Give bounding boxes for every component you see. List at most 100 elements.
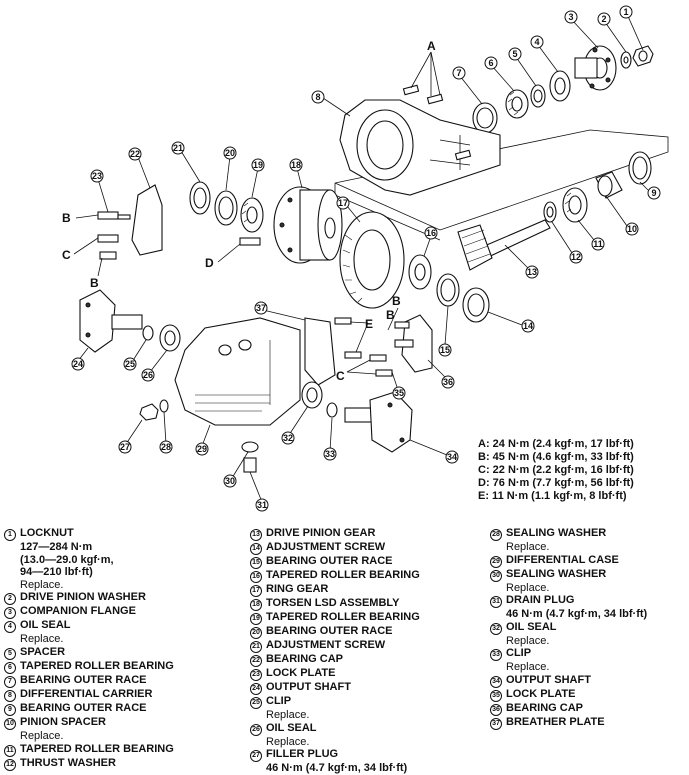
legend-part-name: CLIP bbox=[506, 647, 532, 660]
legend-number: 2 bbox=[4, 593, 16, 606]
bolts-misc bbox=[334, 317, 410, 377]
callout-32: 32 bbox=[281, 431, 295, 445]
legend-number: 35 bbox=[490, 689, 502, 702]
letter-label: B bbox=[90, 276, 99, 290]
callout-10: 10 bbox=[625, 222, 639, 236]
legend-part-name: BEARING OUTER RACE bbox=[266, 555, 393, 567]
callout-8: 8 bbox=[311, 90, 325, 104]
legend-part-name: TAPERED ROLLER BEARING bbox=[266, 611, 420, 623]
legend-part-name: PINION SPACER bbox=[20, 715, 106, 728]
svg-text:10: 10 bbox=[627, 224, 637, 234]
legend-number: 31 bbox=[490, 596, 502, 609]
callout-9: 9 bbox=[647, 186, 661, 200]
tapered-bearing-6-part bbox=[505, 89, 529, 119]
callout-23: 23 bbox=[90, 169, 104, 183]
callout-5: 5 bbox=[508, 47, 522, 61]
callout-37: 37 bbox=[254, 301, 268, 315]
legend-part-name: TAPERED ROLLER BEARING bbox=[20, 659, 174, 672]
legend-replace-note: Replace. bbox=[20, 578, 64, 591]
breather-plate-part bbox=[304, 317, 336, 386]
svg-text:11: 11 bbox=[593, 239, 603, 249]
outer-race-20-part bbox=[214, 190, 238, 226]
letter-label: B bbox=[386, 308, 395, 322]
legend-part-name: BEARING OUTER RACE bbox=[20, 701, 147, 714]
torque-spec-e: E: 11 N·m (1.1 kgf·m, 8 lbf·ft) bbox=[478, 490, 627, 502]
legend-part-name: DIFFERENTIAL CARRIER bbox=[20, 687, 153, 700]
svg-text:30: 30 bbox=[225, 476, 235, 486]
legend-part-name: BEARING OUTER RACE bbox=[266, 625, 393, 637]
legend-replace-note: Replace. bbox=[20, 633, 64, 646]
legend-part-name: LOCK PLATE bbox=[266, 667, 336, 679]
legend-replace-note: Replace. bbox=[266, 709, 310, 721]
legend-number: 27 bbox=[250, 750, 262, 763]
output-shaft-24-part bbox=[79, 289, 143, 353]
legend-number: 25 bbox=[250, 697, 262, 709]
ring-gear-part bbox=[339, 211, 405, 309]
torsen-lsd-part bbox=[273, 186, 343, 264]
legend-part-name: LOCK PLATE bbox=[506, 687, 576, 700]
svg-text:9: 9 bbox=[651, 188, 656, 198]
carrier-bolts-a bbox=[402, 84, 472, 161]
legend-number: 37 bbox=[490, 717, 502, 730]
callout-22: 22 bbox=[128, 147, 142, 161]
svg-text:31: 31 bbox=[257, 500, 267, 510]
outer-race-9-part bbox=[628, 151, 652, 185]
callout-17: 17 bbox=[336, 196, 350, 210]
svg-text:3: 3 bbox=[568, 12, 573, 22]
oil-seal-26-part bbox=[159, 324, 181, 352]
svg-text:28: 28 bbox=[161, 442, 171, 452]
svg-text:15: 15 bbox=[440, 345, 450, 355]
legend-part-name: BREATHER PLATE bbox=[506, 715, 605, 728]
legend-part-name: SEALING WASHER bbox=[506, 527, 607, 539]
legend-number: 32 bbox=[490, 622, 502, 635]
torque-spec-a: A: 24 N·m (2.4 kgf·m, 17 lbf·ft) bbox=[478, 438, 634, 450]
legend-part-name: OIL SEAL bbox=[266, 721, 317, 734]
drive-pinion-gear-part bbox=[457, 219, 551, 271]
sealing-washer-30-part bbox=[241, 441, 259, 453]
svg-text:17: 17 bbox=[338, 198, 348, 208]
legend-number: 12 bbox=[4, 758, 16, 771]
clip-25-part bbox=[142, 325, 154, 341]
callout-29: 29 bbox=[195, 442, 209, 456]
torque-spec-d: D: 76 N·m (7.7 kgf·m, 56 lbf·ft) bbox=[478, 477, 634, 489]
oil-seal-part bbox=[549, 70, 571, 102]
callout-35: 35 bbox=[392, 386, 406, 400]
callout-7: 7 bbox=[452, 66, 466, 80]
legend-part-name: BEARING CAP bbox=[266, 653, 344, 665]
legend-number: 33 bbox=[490, 649, 502, 662]
legend-part-name: OUTPUT SHAFT bbox=[506, 673, 591, 686]
tapered-bearing-19-part bbox=[240, 197, 264, 233]
letter-label: C bbox=[336, 369, 345, 383]
svg-text:12: 12 bbox=[571, 252, 581, 262]
legend-number: 34 bbox=[490, 675, 502, 688]
legend-number: 7 bbox=[4, 675, 16, 688]
callout-3: 3 bbox=[564, 10, 578, 24]
legend-number: 26 bbox=[250, 723, 262, 736]
svg-text:7: 7 bbox=[456, 68, 461, 78]
legend-number: 3 bbox=[4, 607, 16, 620]
legend-part-name: TORSEN LSD ASSEMBLY bbox=[266, 597, 400, 609]
thrust-washer-part bbox=[543, 201, 557, 223]
outer-race-21-part bbox=[189, 181, 211, 215]
legend-replace-note: Replace. bbox=[506, 634, 550, 647]
callout-36: 36 bbox=[441, 375, 455, 389]
callout-33: 33 bbox=[323, 447, 337, 461]
callout-4: 4 bbox=[530, 35, 544, 49]
svg-text:33: 33 bbox=[325, 449, 335, 459]
legend-torque-note: 94—210 lbf·ft) bbox=[20, 566, 93, 579]
svg-text:24: 24 bbox=[73, 359, 83, 369]
